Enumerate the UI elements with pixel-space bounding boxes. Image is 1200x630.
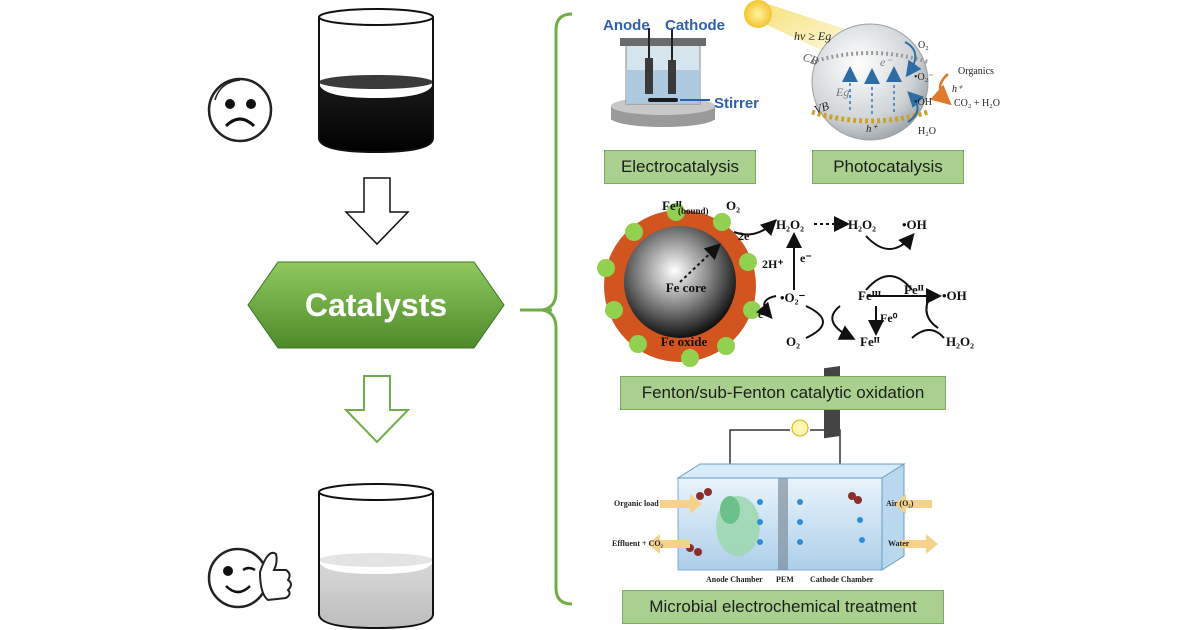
bound-sub-label: (bound) — [678, 206, 709, 216]
eg-label: Eg — [835, 85, 849, 99]
anode-chamber-label: Anode Chamber — [706, 575, 763, 584]
photo-organics: Organics — [958, 66, 994, 77]
fenton-h2o2-a: H₂O₂ — [776, 217, 804, 232]
cathode-label: Cathode — [665, 17, 725, 34]
photo-products: CO₂ + H₂O — [954, 98, 1000, 109]
fe-core-label: Fe core — [666, 280, 707, 295]
fenton-2h: 2H⁺ — [762, 257, 784, 271]
photo-hplus: h⁺ — [952, 84, 963, 95]
down-arrow-black — [344, 177, 410, 246]
hv-label: hν ≥ Eg — [794, 29, 831, 43]
fenton-superoxide: •O₂⁻ — [780, 290, 806, 305]
photo-hydroxyl: •OH — [914, 97, 932, 108]
light-bulb-icon — [791, 419, 809, 437]
photo-h2o: H₂O — [918, 126, 936, 137]
stirrer-label: Stirrer — [714, 95, 759, 112]
curly-bracket — [541, 12, 573, 606]
fenton-e2: e⁻ — [758, 307, 770, 321]
fenton-oh-top: •OH — [902, 217, 927, 232]
air-label: Air (O₂) — [886, 499, 914, 508]
clean-water-beaker — [318, 483, 434, 630]
effluent-label: Effluent + CO₂ — [612, 539, 664, 548]
sun-icon — [744, 0, 772, 28]
photo-o2: O₂ — [918, 40, 929, 51]
fenton-e1: e⁻ — [800, 251, 812, 265]
microbial-cell-figure — [648, 365, 938, 571]
fenton-h2o2-c: H₂O₂ — [946, 334, 974, 349]
microbial-label: Microbial electrochemical treatment — [622, 590, 944, 624]
fe-bound-label: Feᴵᴵ — [662, 198, 682, 213]
fenton-arrows — [733, 216, 945, 340]
fenton-particle — [597, 203, 761, 367]
photocatalysis-label: Photocatalysis — [812, 150, 964, 184]
electron-label: e⁻ — [880, 55, 893, 69]
fenton-o2-bottom: O₂ — [786, 334, 800, 349]
fenton-label: Fenton/sub-Fenton catalytic oxidation — [620, 376, 946, 410]
dirty-water-beaker — [318, 8, 434, 154]
catalysts-badge: Catalysts — [247, 261, 505, 349]
fenton-fe2-bottom: Feᴵᴵ — [860, 334, 880, 349]
photocatalysis-figure — [744, 0, 952, 141]
fenton-2e: 2e⁻ — [738, 229, 756, 243]
fenton-oh-right: •OH — [942, 288, 967, 303]
electrocatalysis-figure — [611, 28, 715, 127]
thumbs-up-face-icon — [207, 547, 292, 609]
down-arrow-green — [343, 375, 411, 444]
fenton-fe2-top: Feᴵᴵ — [904, 282, 924, 297]
fenton-o2-top: O₂ — [726, 198, 740, 213]
fenton-h2o2-b: H₂O₂ — [848, 217, 876, 232]
fenton-fe3: Feᴵᴵᴵ — [858, 288, 881, 303]
photo-superoxide: •O₂⁻ — [914, 72, 934, 83]
cathode-chamber-label: Cathode Chamber — [810, 575, 874, 584]
fenton-fe0: Fe⁰ — [880, 311, 898, 325]
sad-face-icon — [207, 77, 273, 143]
fe-oxide-label: Fe oxide — [661, 334, 708, 349]
pem-label: PEM — [776, 575, 794, 584]
organic-load-label: Organic load — [614, 499, 659, 508]
vb-label: VB — [812, 98, 831, 116]
cb-label: CB — [801, 50, 821, 69]
water-label: Water — [888, 539, 910, 548]
electrocatalysis-label: Electrocatalysis — [604, 150, 756, 184]
anode-label: Anode — [603, 17, 650, 34]
hole-label: h⁺ — [866, 123, 879, 135]
catalysts-title: Catalysts — [305, 287, 447, 323]
